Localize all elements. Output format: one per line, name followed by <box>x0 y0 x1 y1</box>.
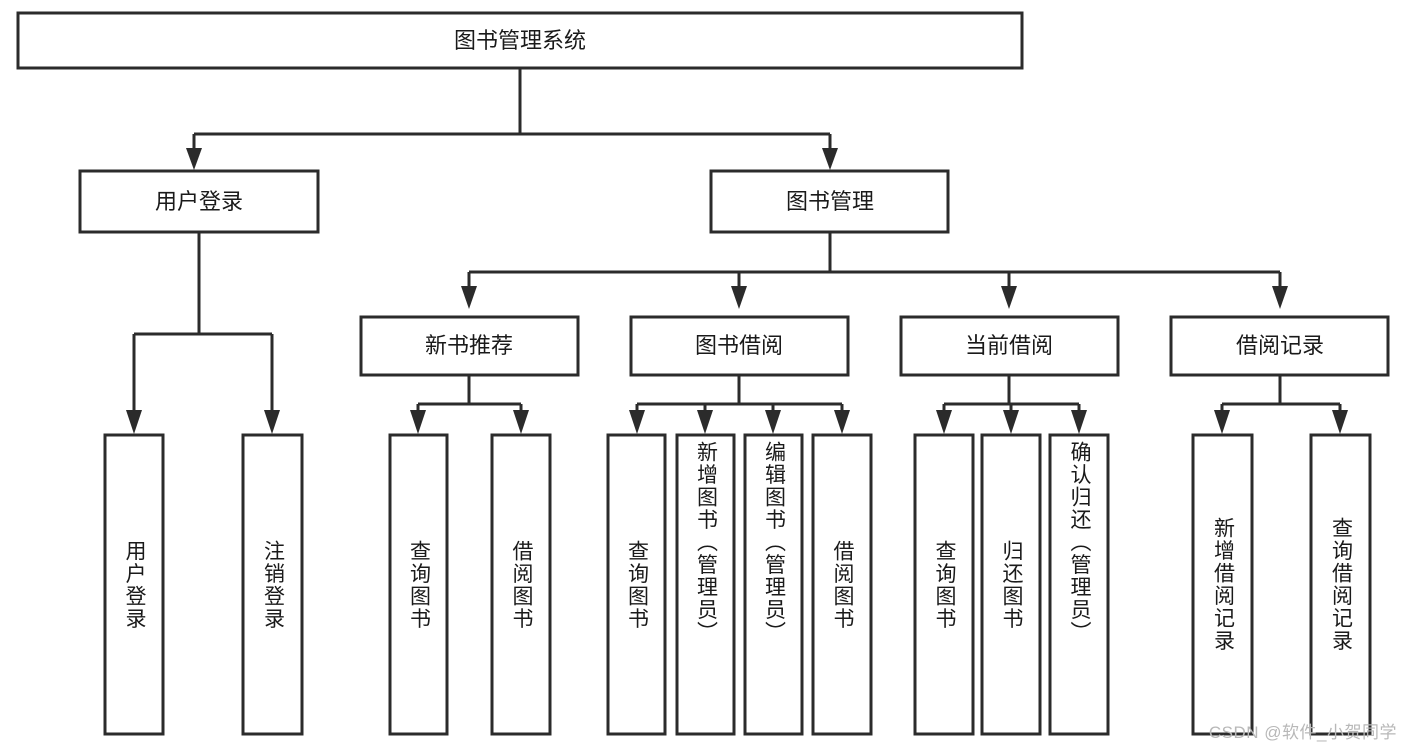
node-new-book-recommend-label: 新书推荐 <box>425 333 513 358</box>
leaf-br-query-record[interactable] <box>1309 433 1372 736</box>
leaf-user-login[interactable] <box>103 433 165 736</box>
arrowhead-br-leaf1 <box>1214 410 1230 434</box>
arrowhead-borrow-record <box>1272 286 1288 309</box>
arrowhead-nb-leaf2 <box>513 410 529 434</box>
arrowhead-leaf-logout <box>264 410 280 434</box>
node-user-login-label: 用户登录 <box>155 189 243 214</box>
arrowhead-book-borrow <box>731 286 747 309</box>
arrowhead-br-leaf2 <box>1332 410 1348 434</box>
arrowhead-bb-leaf2 <box>697 410 713 434</box>
node-book-manage[interactable] <box>709 169 950 234</box>
node-new-book-recommend[interactable] <box>359 315 580 377</box>
node-current-borrow[interactable] <box>899 315 1120 377</box>
arrowhead-cb-leaf3 <box>1071 410 1087 434</box>
leaf-br-add-record[interactable] <box>1191 433 1254 736</box>
leaf-cb-confirm-return[interactable] <box>1048 433 1110 736</box>
arrowheads-group <box>126 148 1348 434</box>
leaf-cb-query-book[interactable] <box>913 433 975 736</box>
arrowhead-nb-leaf1 <box>410 410 426 434</box>
arrowhead-bb-leaf4 <box>834 410 850 434</box>
node-book-manage-label: 图书管理 <box>786 189 874 214</box>
arrowhead-cb-leaf2 <box>1003 410 1019 434</box>
leaf-bb-query-book[interactable] <box>606 433 667 736</box>
leaf-bb-add-book[interactable] <box>675 433 736 736</box>
arrowhead-user-login <box>186 148 202 170</box>
arrowhead-bb-leaf1 <box>629 410 645 434</box>
node-borrow-record-label: 借阅记录 <box>1236 333 1324 358</box>
arrowhead-book-manage <box>822 148 838 170</box>
leaf-bb-edit-book[interactable] <box>743 433 804 736</box>
node-book-borrow-label: 图书借阅 <box>695 333 783 358</box>
leaf-nb-borrow-book[interactable] <box>490 433 552 736</box>
watermark-label: CSDN @软件_小贺同学 <box>1208 723 1397 742</box>
node-root-system[interactable] <box>16 11 1024 70</box>
node-borrow-record[interactable] <box>1169 315 1390 377</box>
node-user-login[interactable] <box>78 169 320 234</box>
arrowhead-bb-leaf3 <box>765 410 781 434</box>
leaf-logout[interactable] <box>241 433 304 736</box>
arrowhead-current-borrow <box>1001 286 1017 309</box>
nodes-group: 图书管理系统 用户登录 图书管理 新书推荐 图书借阅 当前借阅 借阅记录 <box>16 11 1390 736</box>
arrowhead-new-book <box>461 286 477 309</box>
leaf-cb-return-book[interactable] <box>980 433 1042 736</box>
arrowhead-leaf-user-login <box>126 410 142 434</box>
leaf-bb-borrow-book[interactable] <box>811 433 873 736</box>
arrowhead-cb-leaf1 <box>936 410 952 434</box>
leaf-nb-query-book[interactable] <box>388 433 449 736</box>
node-root-system-label: 图书管理系统 <box>454 28 586 53</box>
node-book-borrow[interactable] <box>629 315 850 377</box>
node-current-borrow-label: 当前借阅 <box>965 333 1053 358</box>
